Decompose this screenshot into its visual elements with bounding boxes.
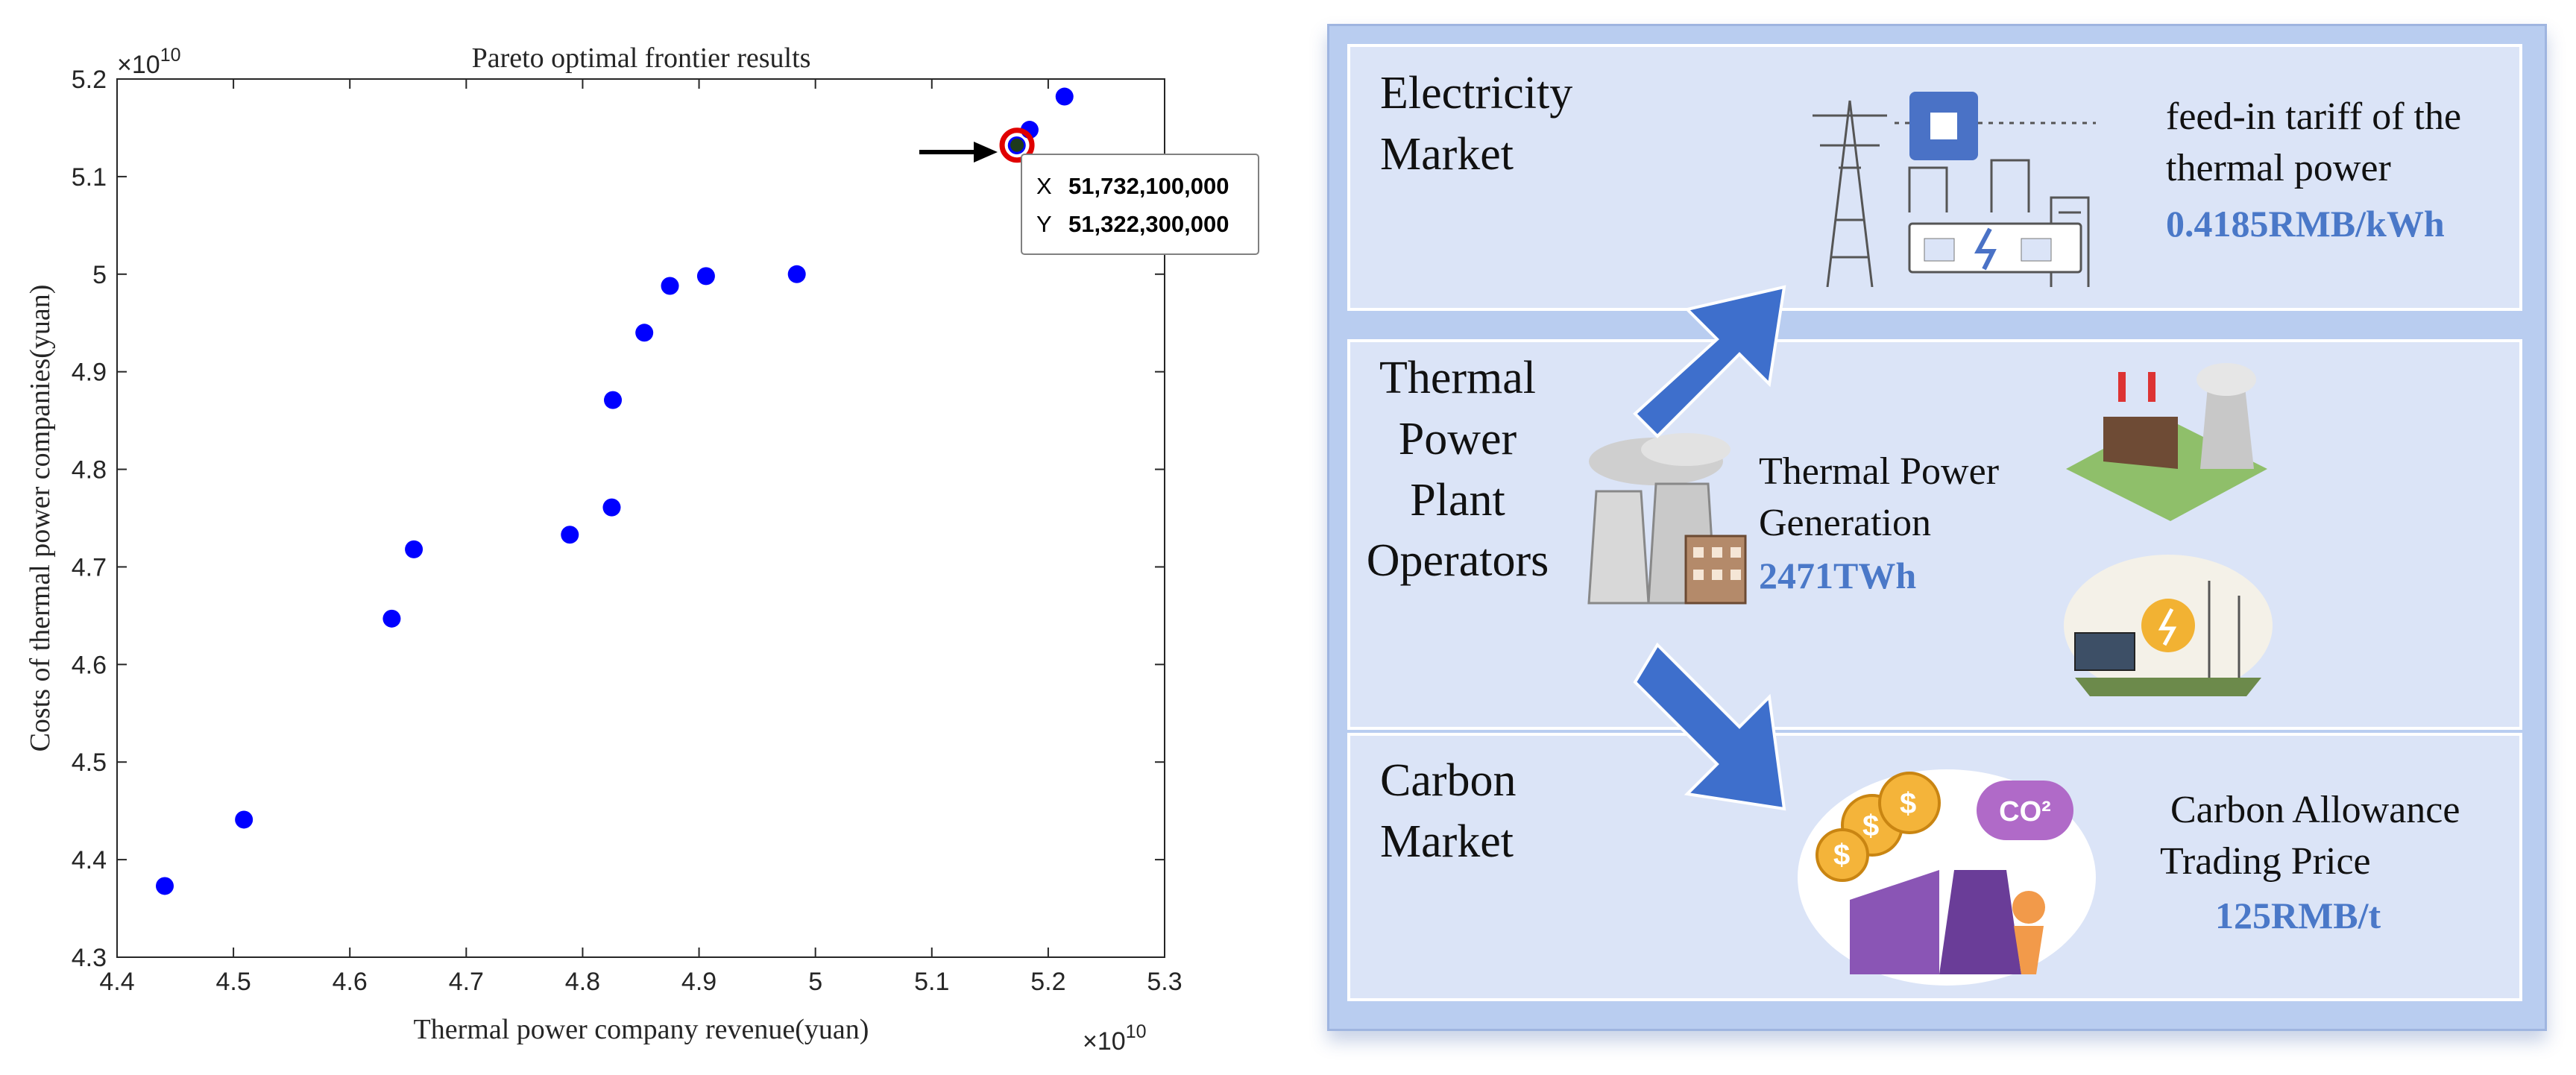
market-flow-diagram: Electricity Market feed-in tariff of the…: [1327, 24, 2547, 1031]
selected-point-marker[interactable]: [999, 127, 1035, 163]
x-tick-label: 4.9: [681, 968, 717, 996]
x-tick-label: 5: [808, 968, 822, 996]
x-tick-label: 4.6: [333, 968, 368, 996]
carbon-market-title: Carbon Market: [1380, 751, 1517, 873]
thermal-title-line2: Power: [1398, 413, 1517, 464]
data-point: [787, 265, 806, 283]
electricity-title-line2: Market: [1380, 128, 1514, 180]
y-tick-label: 4.7: [72, 553, 107, 581]
power-grid-illustration: [1813, 92, 2096, 287]
thermal-generation-value: 2471TWh: [1759, 555, 1917, 596]
arrow-down-to-carbon-market: [1633, 642, 1786, 811]
thermal-operators-title: Thermal Power Plant Operators: [1353, 348, 1562, 592]
thermal-title-line4: Operators: [1366, 535, 1549, 587]
x-tick-label: 5.2: [1030, 968, 1065, 996]
x-tick-label: 4.7: [449, 968, 484, 996]
thermal-title-line3: Plant: [1410, 474, 1505, 526]
electricity-title-line1: Electricity: [1380, 68, 1573, 119]
chart-title: Pareto optimal frontier results: [472, 42, 811, 74]
x-tick-label: 4.5: [215, 968, 251, 996]
y-tick-label: 4.8: [72, 456, 107, 485]
data-point: [661, 277, 679, 295]
highlight-ring: [999, 127, 1035, 163]
datatip-x-value: 51,732,100,000: [1068, 173, 1229, 199]
pointer-arrowhead: [974, 142, 998, 163]
thermal-generation-description: Thermal Power Generation: [1759, 447, 1999, 549]
x-tick-label: 4.4: [99, 968, 134, 996]
electricity-description: feed-in tariff of the thermal power: [2166, 92, 2461, 194]
datatip-y-value: 51,322,300,000: [1068, 211, 1229, 237]
y-tick-label: 4.3: [72, 944, 107, 972]
industrial-plant-illustration: [2066, 363, 2267, 521]
datatip-box: [1021, 154, 1259, 255]
feed-in-tariff-value: 0.4185RMB/kWh: [2166, 203, 2445, 245]
carbon-market-panel: Carbon Market $ $ $ CO² Carbon Allowance T…: [1347, 733, 2522, 1001]
data-point: [156, 877, 174, 895]
y-tick-label: 4.6: [72, 651, 107, 679]
y-axis-exponent: ×1010: [117, 45, 181, 79]
datatip[interactable]: X 51,732,100,000 Y 51,322,300,000: [1021, 154, 1259, 255]
data-point: [1055, 87, 1074, 106]
electricity-market-panel: Electricity Market feed-in tariff of the…: [1347, 44, 2522, 311]
data-point: [635, 324, 654, 342]
data-point: [561, 526, 579, 544]
y-tick-label: 4.9: [72, 359, 107, 387]
y-tick-label: 5.2: [72, 66, 107, 94]
carbon-title-line1: Carbon: [1380, 755, 1517, 806]
y-axis-ticks: 4.3 4.4 4.5 4.6 4.7 4.8 4.9 5 5.1 5.2: [72, 66, 1165, 972]
x-tick-label: 4.8: [565, 968, 600, 996]
datatip-y-label: Y: [1036, 211, 1052, 237]
electricity-desc-line1: feed-in tariff of the: [2166, 95, 2462, 138]
renewable-energy-illustration: [2064, 555, 2273, 696]
x-axis-label: Thermal power company revenue(yuan): [414, 1014, 869, 1045]
x-axis-ticks: 4.4 4.5 4.6 4.7 4.8 4.9 5 5.1 5.2 5.3: [99, 79, 1182, 996]
thermal-power-operators-panel: Thermal Power Plant Operators Thermal Po…: [1347, 339, 2522, 730]
x-axis-exponent: ×1010: [1083, 1021, 1147, 1056]
y-tick-label: 4.5: [72, 748, 107, 777]
co2-label: CO²: [1999, 796, 2051, 827]
electricity-desc-line2: thermal power: [2166, 146, 2391, 189]
arrow-up-to-electricity-market: [1633, 285, 1786, 438]
carbon-title-line2: Market: [1380, 816, 1514, 867]
data-point: [696, 267, 715, 286]
datatip-x-label: X: [1036, 173, 1052, 199]
thermal-desc-line1: Thermal Power: [1759, 450, 2000, 493]
x-tick-label: 5.3: [1147, 968, 1182, 996]
carbon-price-value: 125RMB/t: [2215, 895, 2381, 936]
y-tick-label: 4.4: [72, 846, 107, 874]
data-point: [382, 609, 401, 628]
data-point: [602, 498, 621, 517]
highlight-point: [1010, 138, 1024, 152]
svg-text:$: $: [1900, 787, 1916, 820]
thermal-desc-line2: Generation: [1759, 501, 1932, 544]
carbon-desc-line1: Carbon Allowance: [2170, 789, 2460, 831]
x-tick-label: 5.1: [914, 968, 949, 996]
y-axis-label: Costs of thermal power companies(yuan): [25, 285, 56, 752]
y-tick-label: 5.1: [72, 163, 107, 192]
power-plant-illustration: [1587, 433, 1747, 605]
thermal-title-line1: Thermal: [1379, 353, 1536, 403]
y-tick-label: 5: [92, 261, 107, 289]
svg-text:$: $: [1833, 839, 1850, 871]
data-points: [156, 87, 1074, 895]
electricity-market-title: Electricity Market: [1380, 63, 1572, 186]
data-point: [235, 810, 253, 829]
carbon-desc-line2: Trading Price: [2160, 839, 2371, 883]
carbon-trading-illustration: $ $ $ CO²: [1798, 769, 2096, 986]
data-point: [604, 391, 623, 409]
svg-text:$: $: [1862, 810, 1879, 842]
plot-area: [116, 78, 1165, 958]
data-point: [405, 540, 423, 558]
carbon-price-description: Carbon Allowance Trading Price: [2160, 785, 2460, 887]
